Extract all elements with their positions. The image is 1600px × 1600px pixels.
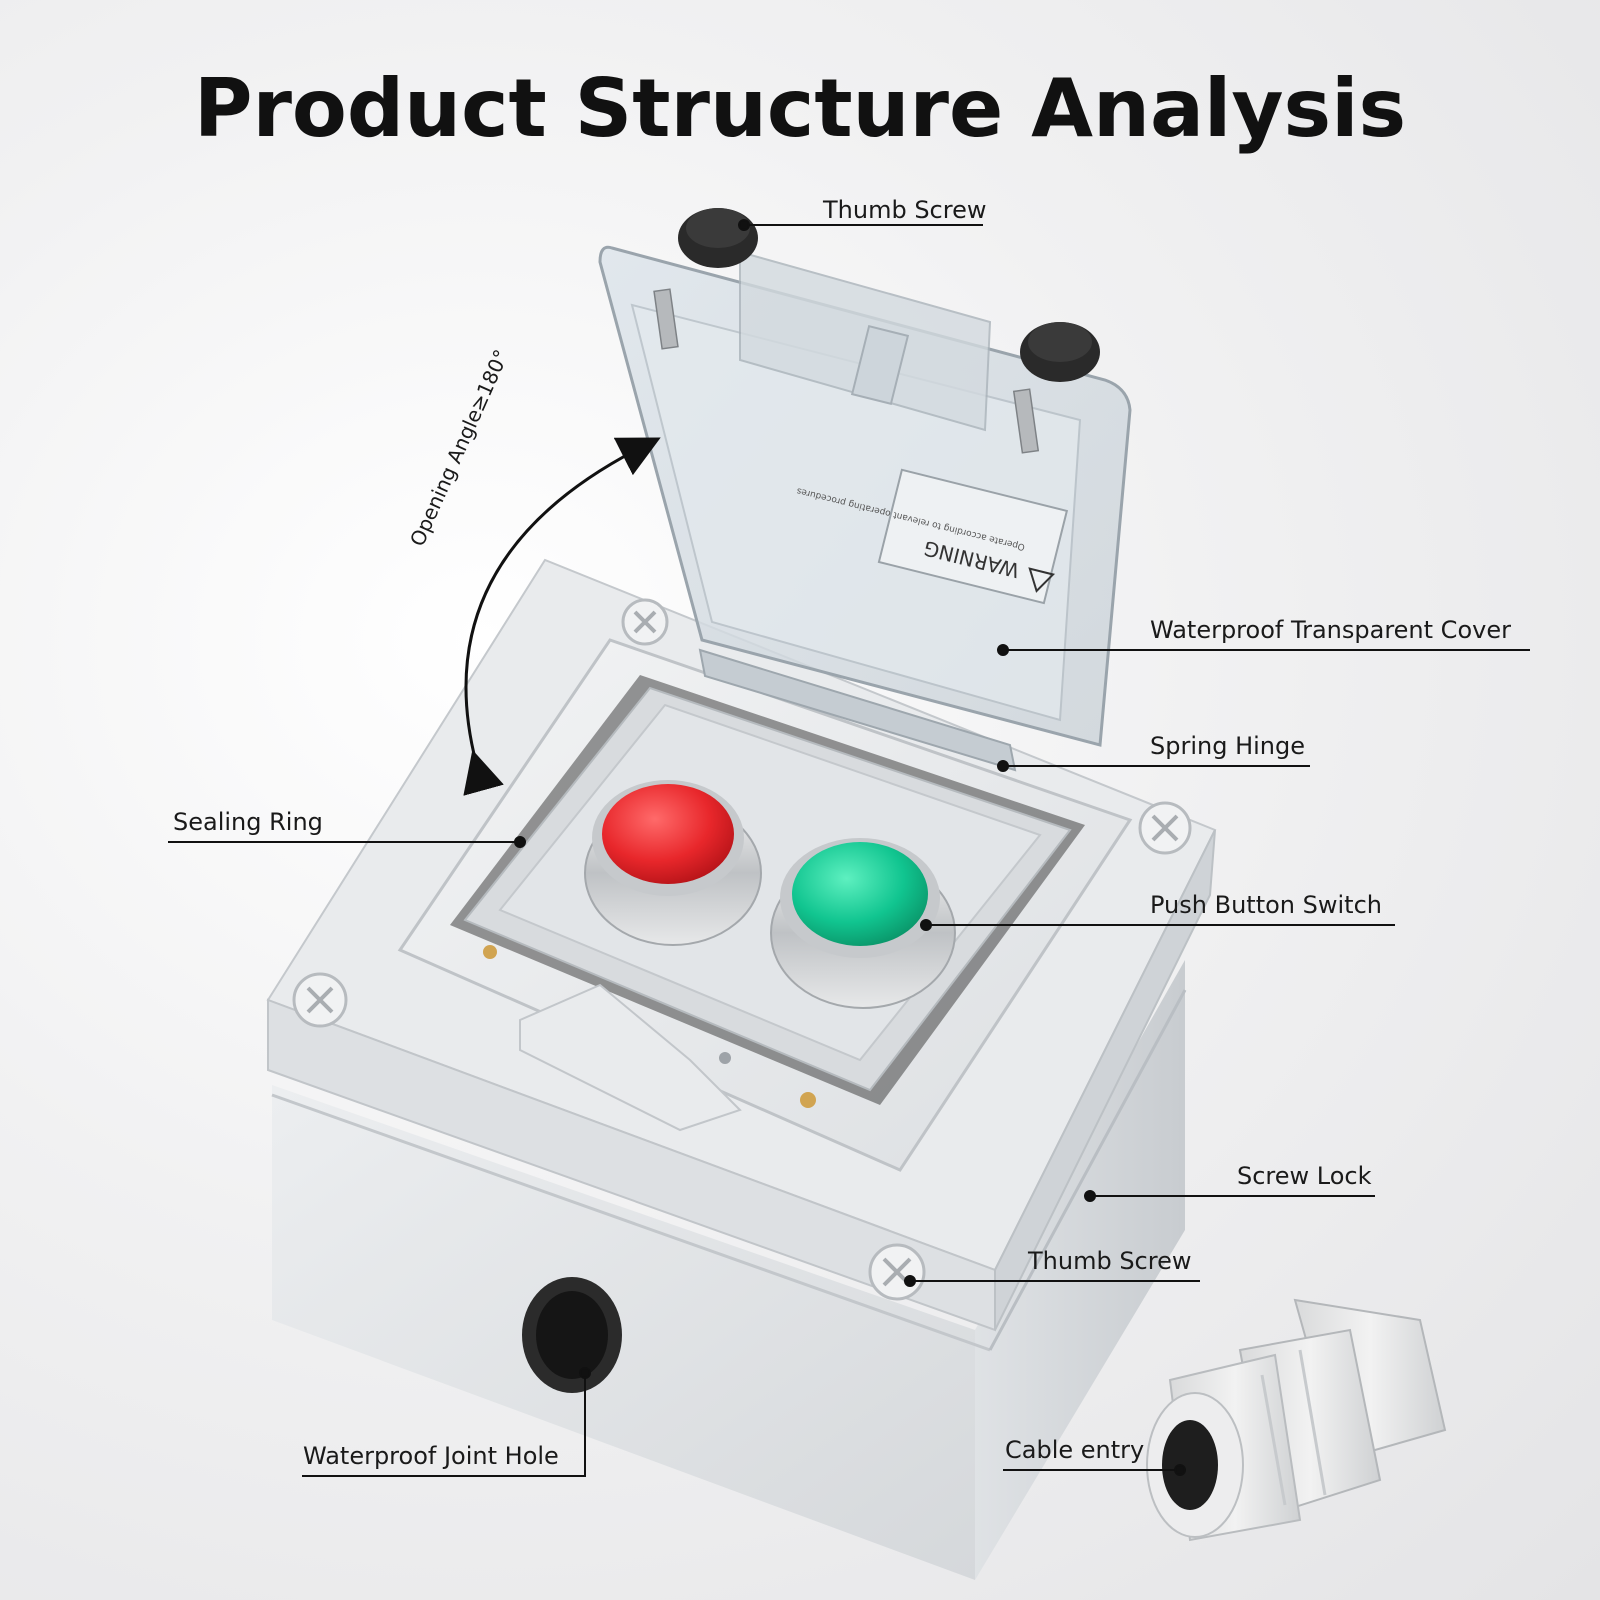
cable-gland: [1147, 1300, 1445, 1540]
green-button: [792, 842, 928, 946]
red-button: [602, 784, 734, 884]
callout-waterproof-cover: Waterproof Transparent Cover: [1150, 616, 1511, 644]
callout-cable-entry: Cable entry: [1005, 1436, 1144, 1464]
callout-screw-lock: Screw Lock: [1237, 1162, 1372, 1190]
callout-sealing-ring: Sealing Ring: [173, 808, 323, 836]
callout-joint-hole: Waterproof Joint Hole: [303, 1442, 559, 1470]
callout-push-button: Push Button Switch: [1150, 891, 1382, 919]
callout-thumb-screw-top: Thumb Screw: [823, 196, 987, 224]
callout-thumb-screw-bottom: Thumb Screw: [1028, 1247, 1192, 1275]
callout-spring-hinge: Spring Hinge: [1150, 732, 1305, 760]
